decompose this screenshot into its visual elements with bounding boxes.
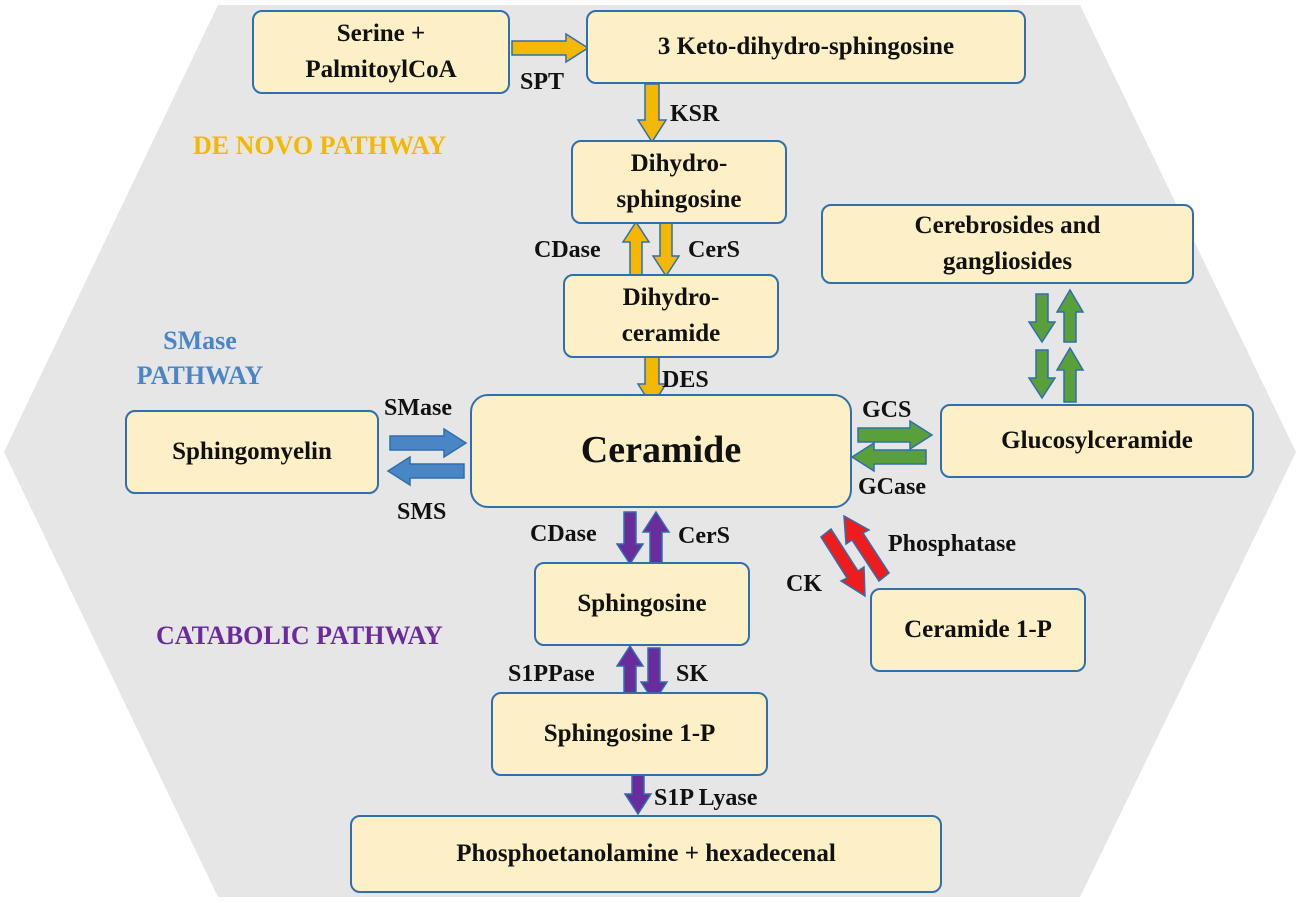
enzyme-ksr: KSR [670, 101, 720, 127]
de-novo-pathway-title: DE NOVO PATHWAY [193, 131, 447, 160]
node-cerebrosides-gangliosides: Cerebrosides and gangliosides [821, 204, 1194, 284]
enzyme-sk: SK [676, 661, 709, 687]
arrow-cdase-bottom [615, 511, 645, 566]
node-phosphoetanolamine-hexadecenal: Phosphoetanolamine + hexadecenal [350, 815, 942, 893]
enzyme-ck: CK [786, 571, 822, 597]
enzyme-cdase-top: CDase [534, 237, 601, 263]
node-sphingosine: Sphingosine [534, 562, 750, 646]
enzyme-des: DES [662, 367, 709, 393]
node-dihydro-ceramide: Dihydro- ceramide [563, 274, 779, 358]
arrow-cers-top [651, 221, 681, 278]
arrow-cdase-top [621, 220, 651, 277]
node-sphingomyelin: Sphingomyelin [125, 410, 379, 494]
arrow-green-down-1 [1027, 293, 1057, 344]
arrow-cers-bottom [641, 510, 671, 565]
node-ceramide-1-p: Ceramide 1-P [870, 588, 1086, 672]
enzyme-phosphatase: Phosphatase [888, 531, 1017, 557]
arrow-sms [386, 455, 465, 487]
enzyme-cdase-bottom: CDase [530, 521, 597, 547]
arrow-smase [389, 427, 468, 459]
enzyme-spt: SPT [520, 69, 565, 95]
node-serine-palmitoylcoa: Serine + PalmitoylCoA [252, 10, 510, 94]
arrow-gcase [850, 441, 927, 473]
enzyme-s1ppase: S1PPase [508, 661, 595, 687]
enzyme-gcase: GCase [858, 474, 926, 500]
enzyme-sms: SMS [397, 499, 447, 525]
smase-pathway-title: SMase PATHWAY [136, 326, 264, 391]
node-sphingosine-1-p: Sphingosine 1-P [491, 692, 768, 776]
arrow-spt [511, 32, 590, 64]
arrow-ck [820, 527, 866, 598]
enzyme-gcs: GCS [862, 397, 912, 423]
arrow-green-up-2 [1055, 346, 1085, 403]
catabolic-pathway-title: CATABOLIC PATHWAY [156, 621, 443, 650]
arrow-green-up-1 [1055, 288, 1085, 343]
arrow-green-down-2 [1027, 349, 1057, 400]
node-keto-dihydro-sphingosine: 3 Keto-dihydro-sphingosine [586, 10, 1026, 84]
enzyme-cers-top: CerS [688, 237, 740, 263]
enzyme-smase: SMase [384, 395, 452, 421]
enzyme-s1p-lyase: S1P Lyase [654, 785, 758, 811]
arrow-ksr [636, 83, 668, 144]
arrow-gcs [857, 419, 934, 451]
enzyme-cers-bottom: CerS [678, 523, 730, 549]
node-glucosylceramide: Glucosylceramide [940, 404, 1254, 478]
arrow-phosphatase [843, 514, 890, 583]
node-ceramide: Ceramide [470, 394, 852, 508]
node-dihydro-sphingosine: Dihydro- sphingosine [571, 140, 787, 224]
